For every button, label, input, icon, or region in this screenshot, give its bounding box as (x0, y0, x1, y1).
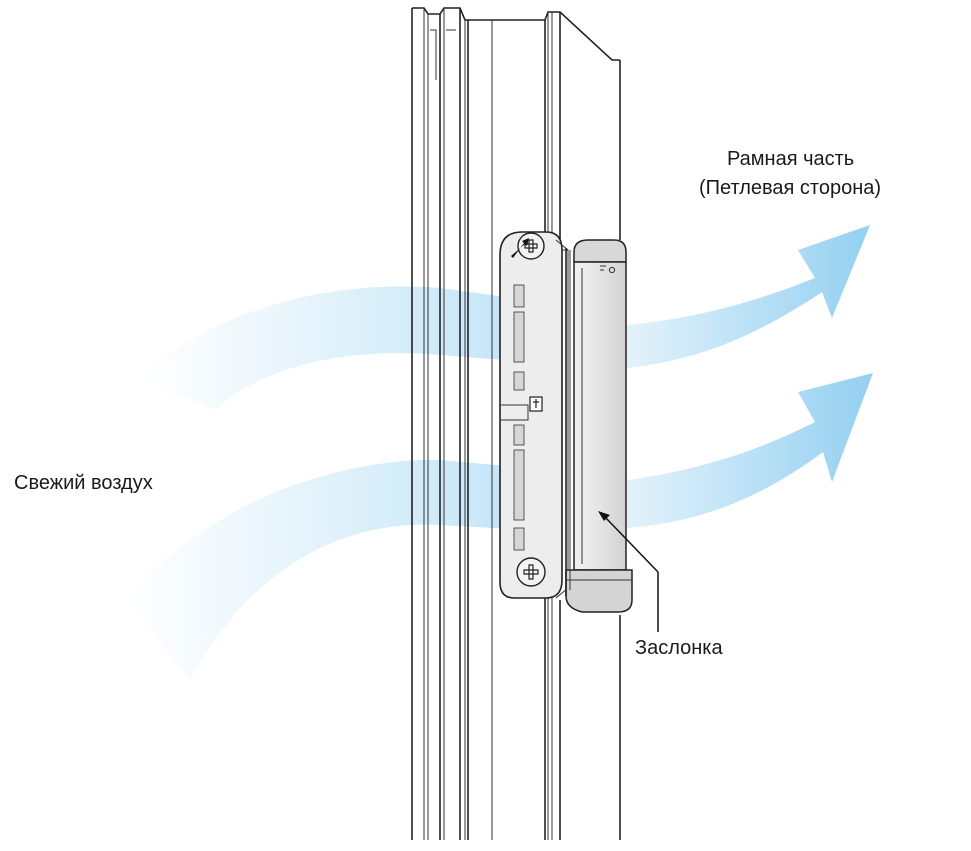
airflow-in-upper (140, 286, 530, 410)
frame-part-label-line1: Рамная часть (727, 148, 854, 170)
airflow-out-lower-arrow (627, 373, 873, 528)
orientation-arrow-icon (511, 238, 529, 258)
damper-callout-line (598, 511, 659, 632)
airflow-out-upper-arrow (627, 225, 870, 368)
phillips-screw-icon (517, 232, 545, 260)
phillips-screw-icon (516, 557, 546, 587)
lock-icon (529, 396, 543, 412)
damper-label: Заслонка (635, 637, 723, 659)
fresh-air-label: Свежий воздух (14, 472, 153, 494)
damper-flap (565, 239, 633, 613)
airflow-in-lower (125, 459, 530, 680)
valve-mounting-plate (499, 231, 569, 599)
frame-part-label-line2: (Петлевая сторона) (699, 177, 881, 199)
